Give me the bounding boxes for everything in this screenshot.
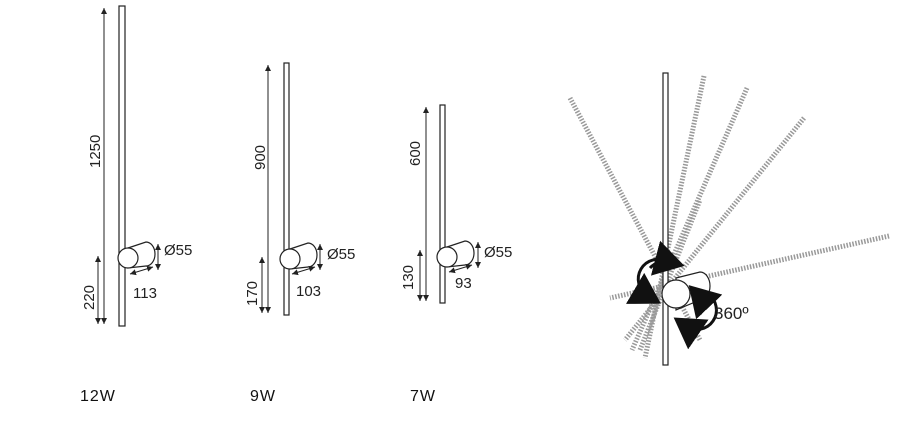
power-label: 9W: [250, 388, 276, 405]
height-label: 170: [244, 281, 261, 306]
depth-label: 93: [455, 275, 472, 292]
fixture-12w: 1250 220 Ø55 113 12W: [80, 5, 192, 405]
depth-dimension: [448, 263, 473, 274]
cylinder-face: [117, 247, 139, 269]
height-label: 220: [81, 285, 98, 310]
fixture-9w: 900 170 Ø55 103 9W: [244, 62, 355, 405]
power-label: 12W: [80, 388, 116, 405]
rotation-label: 360º: [714, 304, 749, 323]
power-label: 7W: [410, 388, 436, 405]
diameter-label: Ø55: [327, 246, 355, 263]
rod: [118, 5, 126, 327]
cylinder-face: [279, 248, 301, 270]
depth-label: 103: [296, 283, 321, 300]
length-label: 600: [407, 141, 424, 166]
rotate-arrow-icon: [648, 240, 685, 276]
height-label: 130: [400, 265, 417, 290]
depth-label: 113: [133, 285, 157, 302]
cylinder-face: [436, 246, 458, 268]
rotate-arrow-icon: [688, 285, 723, 320]
rotation-view: 360º: [567, 72, 890, 366]
diameter-label: Ø55: [164, 242, 192, 259]
depth-dimension: [129, 265, 154, 276]
rod: [439, 104, 446, 304]
length-label: 900: [252, 145, 269, 170]
rod: [662, 72, 669, 366]
cylinder-face: [661, 279, 691, 309]
fixture-7w: 600 130 Ø55 93 7W: [400, 104, 512, 405]
depth-dimension: [291, 265, 316, 276]
diameter-label: Ø55: [484, 244, 512, 261]
rod: [283, 62, 290, 316]
length-label: 1250: [87, 135, 104, 168]
